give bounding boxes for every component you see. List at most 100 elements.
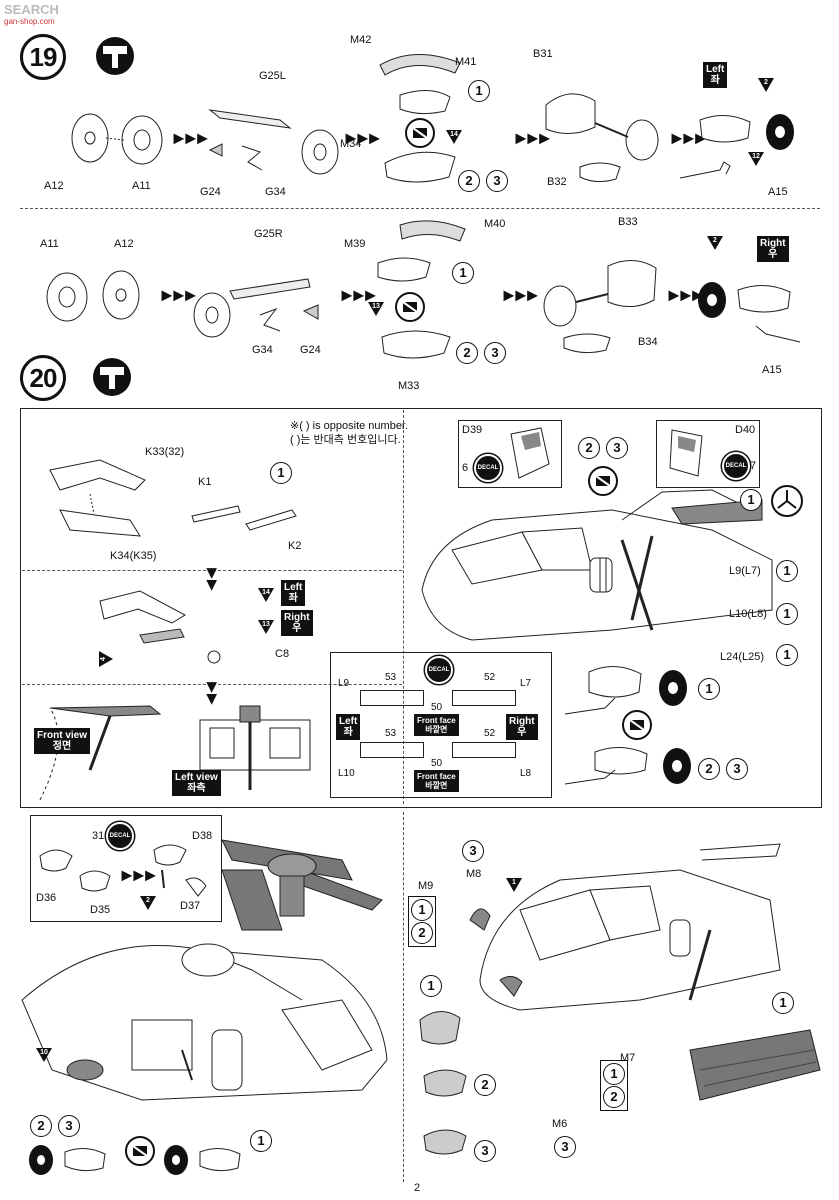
label-m7: M7 [620,1052,636,1064]
decal-badge: DECAL [425,656,453,684]
label-g34: G34 [265,186,286,198]
left-tag-kr: 좌 [343,727,353,738]
decal-inset-d40 [656,420,760,488]
front-face-en: Front face [417,716,456,725]
right-tag-kr: 우 [292,623,302,634]
label-l10-panel: L10 [338,768,355,779]
rotate-direction-icon [771,485,803,517]
label-d39: D39 [462,424,483,436]
arrow-right-icon: ►►► [158,285,200,305]
axle-g25r [193,278,319,338]
decal-placement-panel [330,652,552,798]
label-d37: D37 [180,900,201,912]
left-tag: Left 좌 [336,714,361,740]
label-l9-panel: L9 [338,678,350,689]
decal-inset-d39 [458,420,562,488]
tri-number: 4 [100,657,107,661]
label-m40: M40 [484,218,506,230]
gear-subassemblies [564,666,691,785]
arrow-right-icon: ►►► [668,128,710,148]
tail-wheel-assembly [164,1145,241,1175]
color-box: 1 2 [408,896,436,947]
stabilizer-k33 [49,459,146,537]
arrow-right-icon: ►►► [512,128,554,148]
watermark-brand: SEARCH [4,2,59,17]
front-face-tag: Front face 바깥면 [414,714,459,736]
landing-gear-assembly-b31 [545,93,659,183]
right-tag-kr: 우 [768,249,778,260]
front-face-tag: Front face 바깥면 [414,770,459,792]
paint-flag-icon [622,710,652,740]
watermark-url: gan-shop.com [4,17,55,26]
watermark: SEARCH gan-shop.com [4,2,59,26]
tail-light-part [66,1059,104,1081]
left-view-en: Left view [175,772,218,783]
label-d36: D36 [36,892,57,904]
cement-icon [96,37,134,75]
tail-wheel-assembly [29,1145,106,1175]
color-tri-13: 13 [258,620,274,634]
tri-number: 10 [40,1049,48,1056]
label-53a: 53 [385,672,397,683]
label-m9: M9 [418,880,434,892]
label-d40: D40 [735,424,756,436]
label-decal-6: 6 [462,462,469,474]
landing-gear-door-parts [379,54,461,183]
label-g24-r: G24 [300,344,321,356]
color-tri-12: 12 [748,152,764,166]
label-m34: M34 [340,138,362,150]
label-k34: K34(K35) [110,550,157,562]
arrow-down-icon: ►► [202,678,223,703]
color-tri-14: 14 [446,130,462,144]
color-callout-1: 1 [452,262,474,284]
paint-flag-icon [588,466,618,496]
decal-badge: DECAL [722,452,750,480]
helicopter-nose-diagram [421,489,773,641]
helicopter-nose-assembly [469,843,781,1011]
right-tag: Right 우 [757,236,789,262]
left-tag-en: Left [339,716,358,727]
divider [403,812,404,1182]
front-view-tag: Front view 정면 [34,728,91,754]
color-callout-1: 1 [776,560,798,582]
color-box: 1 2 [600,1060,628,1111]
left-tag-kr: 좌 [288,593,298,604]
note-opposite-en: ※( ) is opposite number. [290,420,409,432]
label-l8-panel: L8 [520,768,532,779]
wheel-parts-a12-a11 [71,113,163,165]
label-31: 31 [92,830,105,842]
tri-number: 1 [512,879,516,886]
paint-flag-icon [405,118,435,148]
left-tag: Left 좌 [703,62,728,88]
label-g34-r: G34 [252,344,273,356]
color-callout-1: 1 [603,1063,625,1085]
label-decal-7: 7 [750,460,757,472]
tri-number: 14 [262,589,270,596]
divider [403,410,404,804]
hub-assembled [153,844,207,897]
left-gear-assembled [679,114,794,179]
color-callout-2: 2 [603,1086,625,1108]
label-a15-r: A15 [762,364,782,376]
step-20-badge: 20 [20,355,66,401]
rotor-hub-inset [30,815,222,922]
color-tri-14: 14 [258,588,274,602]
label-k2: K2 [288,540,302,552]
label-m39: M39 [344,238,366,250]
label-a11-r: A11 [40,238,59,250]
arrow-right-icon: ►►► [170,128,212,148]
stabilizer-assembly [99,590,221,664]
right-tag-en: Right [509,716,535,727]
divider [20,208,820,209]
label-g25l: G25L [259,70,286,82]
color-callout-3: 3 [474,1140,496,1162]
color-callout-1: 1 [411,899,433,921]
label-m33: M33 [398,380,420,392]
paint-flag-icon [125,1136,155,1166]
decal-strip [360,690,424,706]
color-callout-2: 2 [456,342,478,364]
label-53b: 53 [385,728,397,739]
right-gear-assembled [698,282,801,343]
label-l7-panel: L7 [520,678,532,689]
decal-strip [360,742,424,758]
